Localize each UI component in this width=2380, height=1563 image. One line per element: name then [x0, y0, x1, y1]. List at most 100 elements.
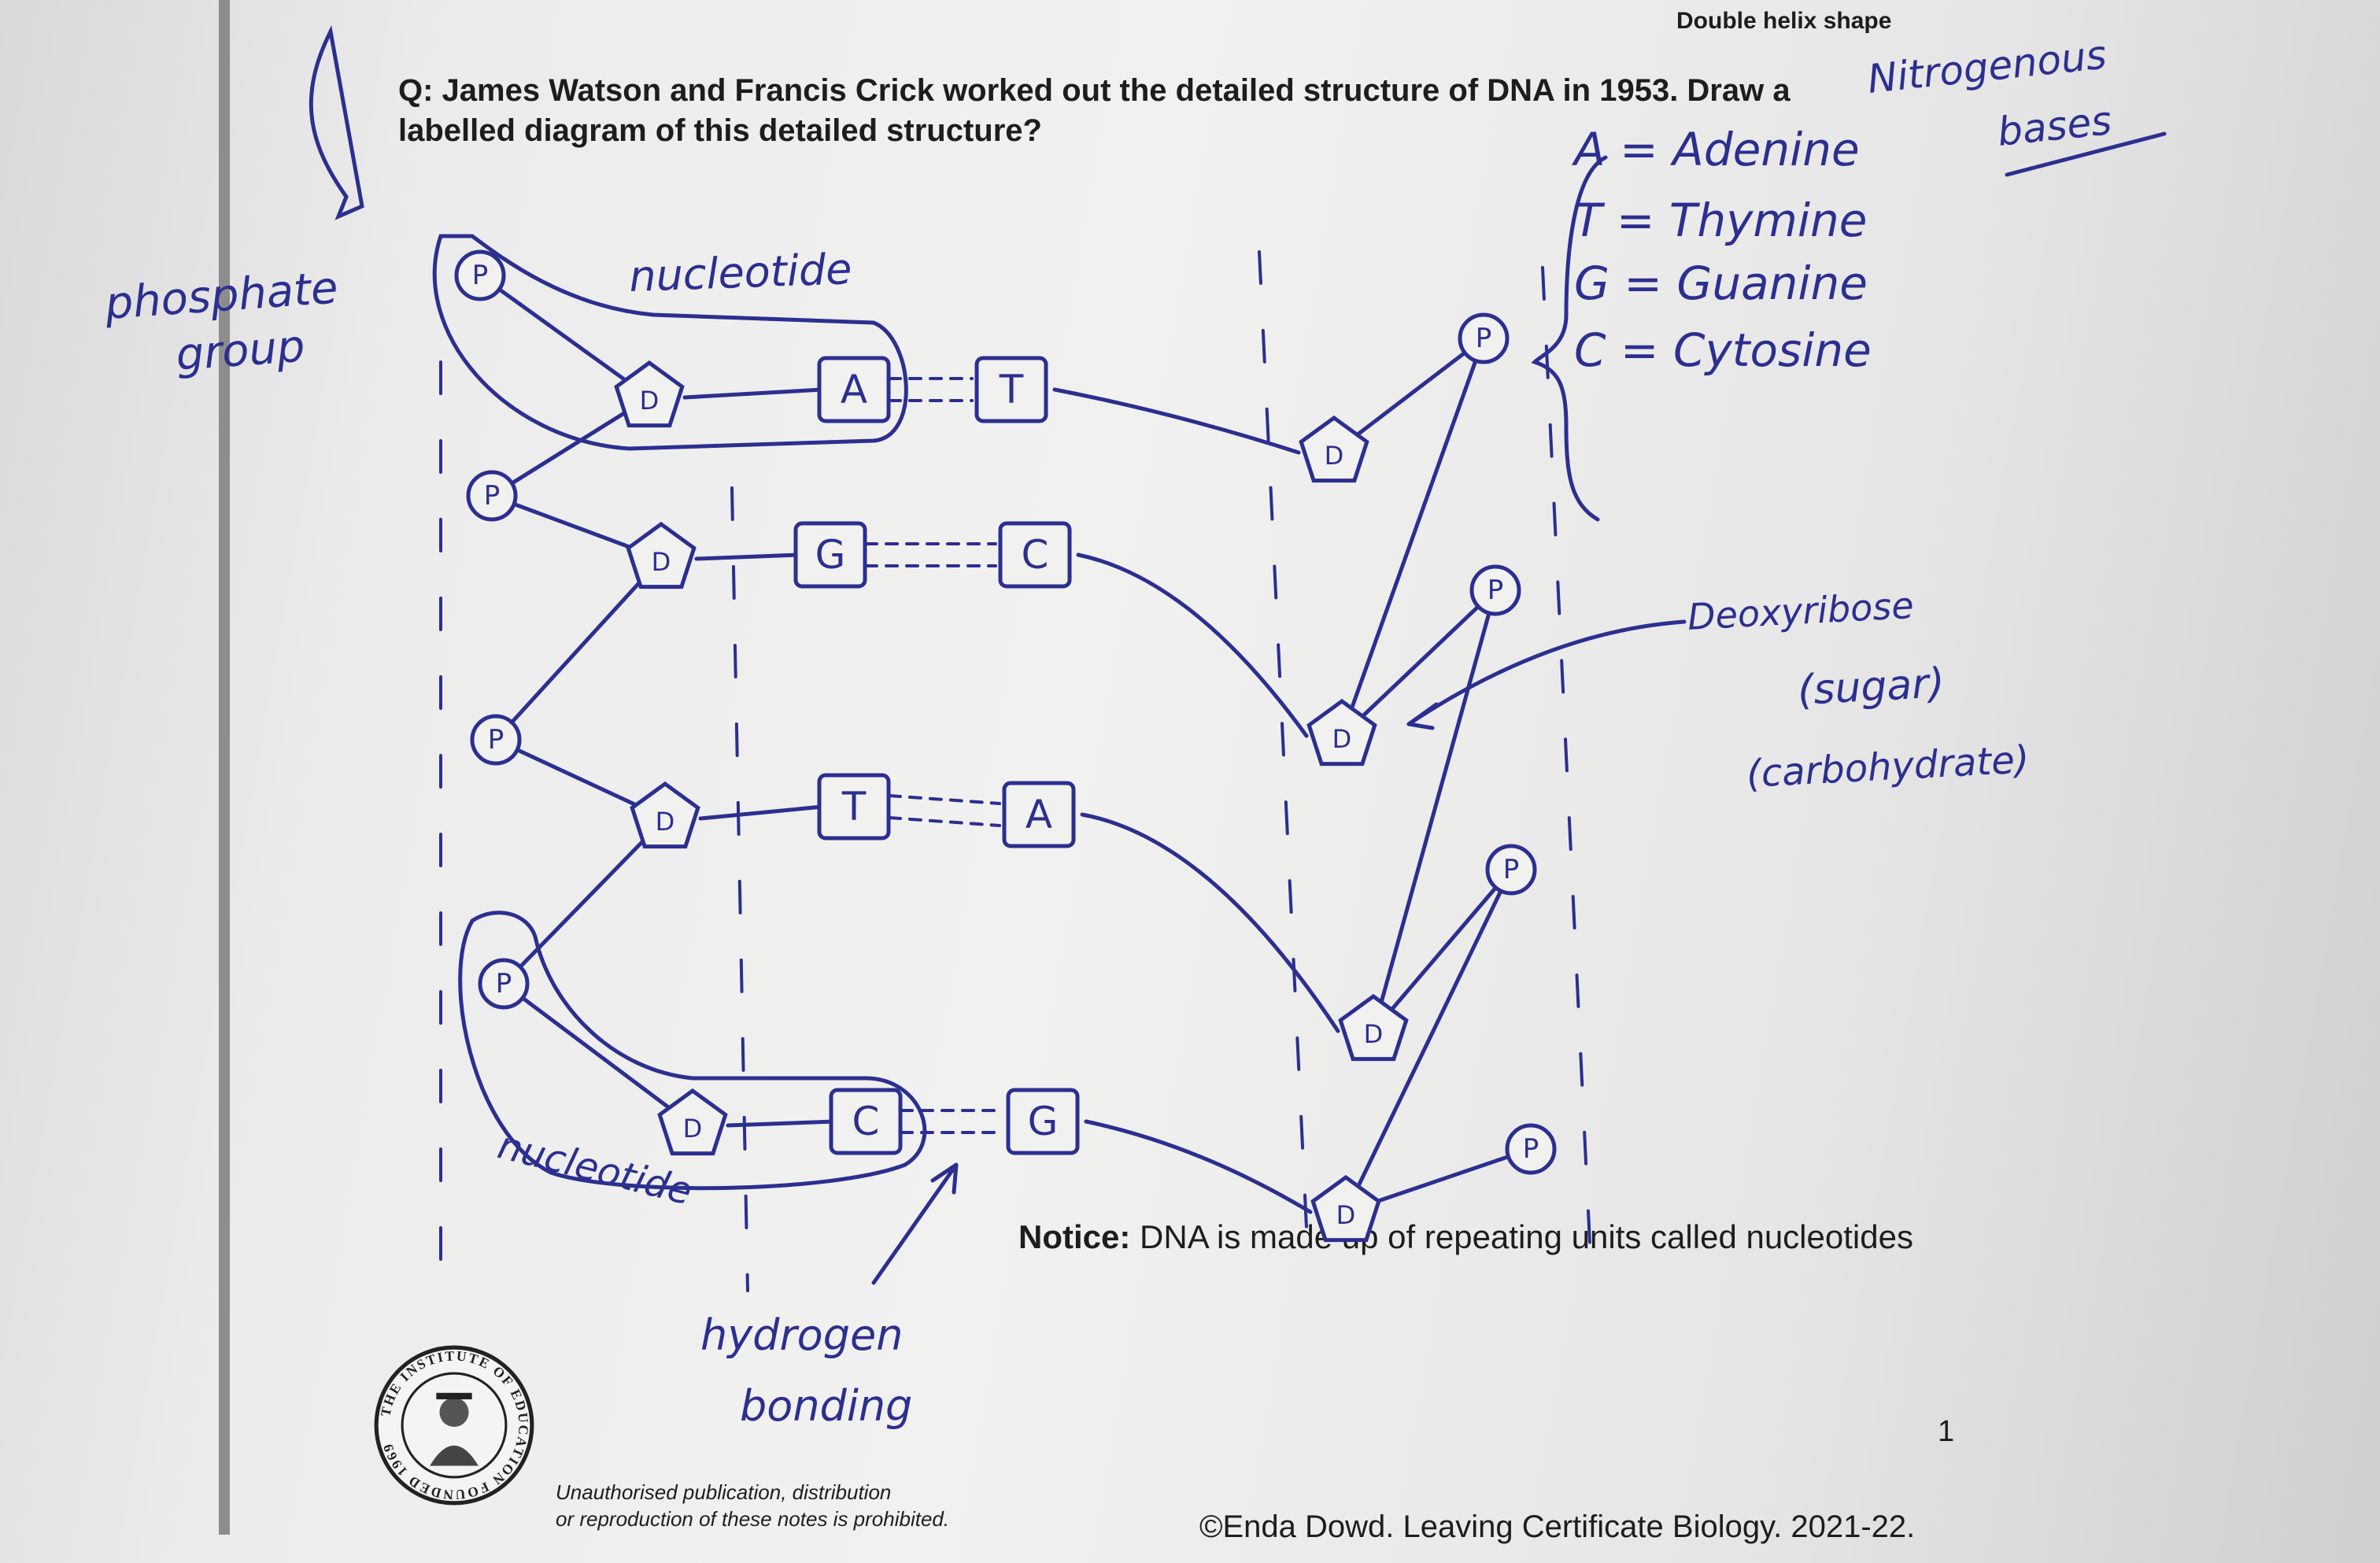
dashed-guide-lines [439, 250, 1591, 1292]
deoxyribose-symbol [630, 781, 700, 849]
institute-seal-logo: THE INSTITUTE OF EDUCATION FOUNDED 1969 [374, 1345, 534, 1506]
backbone-and-base-bonds [309, 25, 2167, 1285]
base-symbol [817, 356, 891, 423]
deoxyribose-symbol [614, 360, 685, 428]
base-symbol [974, 356, 1048, 423]
arrow-head [1406, 702, 1439, 730]
sugar-base-bond [698, 804, 825, 821]
key-thymine: T = Thymine [1574, 194, 1867, 247]
hydrogen-bond-arrow [871, 1162, 959, 1285]
sugar-phosphate-bond [490, 395, 652, 498]
key-adenine: A = Adenine [1571, 123, 1860, 176]
phosphate-letter: P [1476, 323, 1492, 354]
phosphate-sugar-bond [478, 273, 652, 400]
sugar-letter: D [1332, 724, 1352, 754]
phosphate-letter: P [1503, 854, 1520, 885]
base-sugar-bond [1052, 387, 1301, 455]
base-letter: T [999, 367, 1024, 412]
deoxyribose-symbol [1299, 415, 1369, 483]
phosphate-sugar-bond [1340, 336, 1486, 738]
base-sugar-bond [1080, 812, 1340, 1033]
deoxyribose-symbol [657, 1088, 728, 1156]
base-letter: C [852, 1099, 880, 1144]
sugar-phosphate-bond [1340, 588, 1498, 738]
sugar-letter: D [1364, 1019, 1384, 1049]
phosphate-group-label: group [174, 321, 306, 381]
sugar-phosphate-bond [501, 816, 667, 986]
hydrogen-bond [888, 794, 1001, 805]
copyright-line: ©Enda Dowd. Leaving Certificate Biology.… [1199, 1509, 1916, 1544]
base-letter: A [841, 367, 867, 412]
guide-line [730, 486, 749, 1292]
phosphate-letter: P [472, 260, 489, 291]
nucleotide-outline-top [432, 234, 908, 451]
guide-line [1541, 266, 1591, 1245]
base-symbol [817, 773, 891, 841]
sugar-phosphate-bond [1371, 867, 1513, 1033]
base-symbol [998, 521, 1072, 589]
underline-stroke [2005, 131, 2167, 177]
hydrogen-label: hydrogen [700, 1310, 903, 1360]
base-letter: A [1026, 792, 1052, 837]
sugar-label: (sugar) [1797, 660, 1946, 715]
notice-body: DNA is made up of repeating units called… [1130, 1218, 1913, 1255]
margin-doodle [309, 25, 364, 220]
base-symbol [793, 521, 867, 589]
bases-key-brace [1531, 155, 1608, 522]
base-letter: T [841, 784, 867, 830]
phosphate-symbol [478, 958, 530, 1010]
handwritten-annotations: phosphategroupnucleotidenucleotidehydrog… [102, 31, 2113, 1431]
base-sugar-bond [1084, 1119, 1313, 1214]
notice-text: Notice: DNA is made up of repeating unit… [1018, 1218, 1913, 1256]
warning-line-2: or reproduction of these notes is prohib… [556, 1506, 950, 1531]
base-letter: G [1028, 1099, 1059, 1144]
base-symbol [1002, 781, 1076, 848]
phosphate-symbol [466, 470, 518, 522]
deoxyribose-symbol [626, 521, 697, 589]
bonding-label: bonding [740, 1381, 912, 1431]
sugar-letter: D [1336, 1200, 1356, 1230]
phosphate-symbol [1458, 312, 1510, 364]
phosphate-sugar-bond [1343, 867, 1513, 1214]
hydrogen-bond [888, 816, 1001, 827]
sugar-base-bond [682, 387, 825, 400]
phosphate-group-label: phosphate [102, 262, 339, 330]
key-cytosine: C = Cytosine [1574, 323, 1872, 377]
phosphate-symbol [454, 249, 506, 301]
phosphate-sugar-bond [501, 981, 695, 1128]
base-symbol [829, 1088, 903, 1155]
sugar-letter: D [640, 386, 660, 416]
phosphate-letter: P [496, 968, 512, 1000]
base-letter: G [815, 532, 846, 578]
phosphate-symbol [470, 714, 522, 766]
phosphate-letter: P [1488, 575, 1504, 606]
carbohydrate-label: (carbohydrate) [1746, 737, 2031, 796]
binder-margin-line [219, 0, 230, 1535]
notice-label: Notice: [1018, 1218, 1131, 1255]
base-letter: C [1022, 532, 1049, 578]
deoxyribose-symbol [1338, 993, 1409, 1062]
page-number: 1 [1938, 1415, 1955, 1448]
question-text: Q: James Watson and Francis Crick worked… [398, 73, 1791, 149]
phosphate-sugar-bond [1371, 588, 1498, 1033]
sugar-letter: D [656, 807, 675, 837]
base-sugar-bond [1076, 552, 1309, 738]
deoxyribose-symbol [1306, 698, 1377, 767]
sugar-phosphate-bond [493, 556, 663, 742]
deoxyribose-arrow [1406, 619, 1687, 726]
base-symbol [1006, 1088, 1080, 1155]
sugar-letter: D [652, 547, 671, 577]
phosphate-letter: P [488, 724, 504, 756]
warning-line-1: Unauthorised publication, distribution [556, 1480, 892, 1504]
sugar-phosphate-bond [1332, 336, 1486, 455]
sugar-base-bond [694, 552, 801, 561]
key-guanine: G = Guanine [1574, 257, 1868, 310]
phosphate-symbol [1469, 564, 1521, 616]
nucleotide-label-top: nucleotide [628, 244, 852, 301]
phosphate-symbol [1485, 844, 1537, 896]
nitrogenous-label: Nitrogenous [1865, 31, 2108, 102]
